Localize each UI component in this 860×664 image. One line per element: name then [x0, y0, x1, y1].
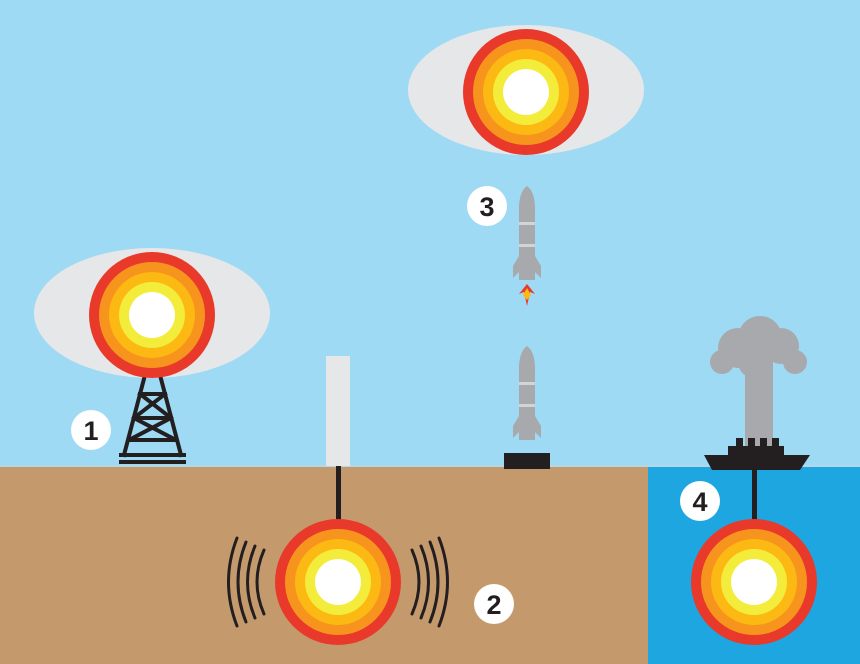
marker-1-badge — [71, 410, 111, 450]
ship-icon — [704, 438, 810, 470]
shaft-tower — [326, 356, 350, 466]
high-altitude-fireball — [463, 29, 589, 155]
rocket-exhaust-icon — [519, 284, 535, 306]
atmospheric-fireball — [89, 252, 215, 378]
marker-4-label: 4 — [692, 487, 707, 517]
underground-fireball — [275, 519, 401, 645]
mushroom-cloud-icon — [710, 316, 807, 446]
marker-4-badge — [680, 481, 720, 521]
underwater-cable — [752, 470, 757, 528]
underground-test-group: 2 — [227, 356, 514, 645]
tower-icon — [119, 372, 186, 464]
marker-3-badge — [467, 186, 507, 226]
seismic-waves-left-icon — [227, 536, 266, 628]
borehole — [336, 466, 341, 528]
high-altitude-test-group: 3 — [408, 25, 644, 469]
marker-3-label: 3 — [479, 192, 494, 222]
marker-1-label: 1 — [83, 416, 98, 446]
atmospheric-test-group: 1 — [34, 248, 270, 464]
marker-2-badge — [474, 584, 514, 624]
underwater-test-group: 4 — [680, 316, 817, 645]
launch-pad — [504, 453, 550, 469]
underwater-fireball — [691, 519, 817, 645]
marker-2-label: 2 — [486, 590, 501, 620]
seismic-waves-right-icon — [410, 536, 449, 628]
